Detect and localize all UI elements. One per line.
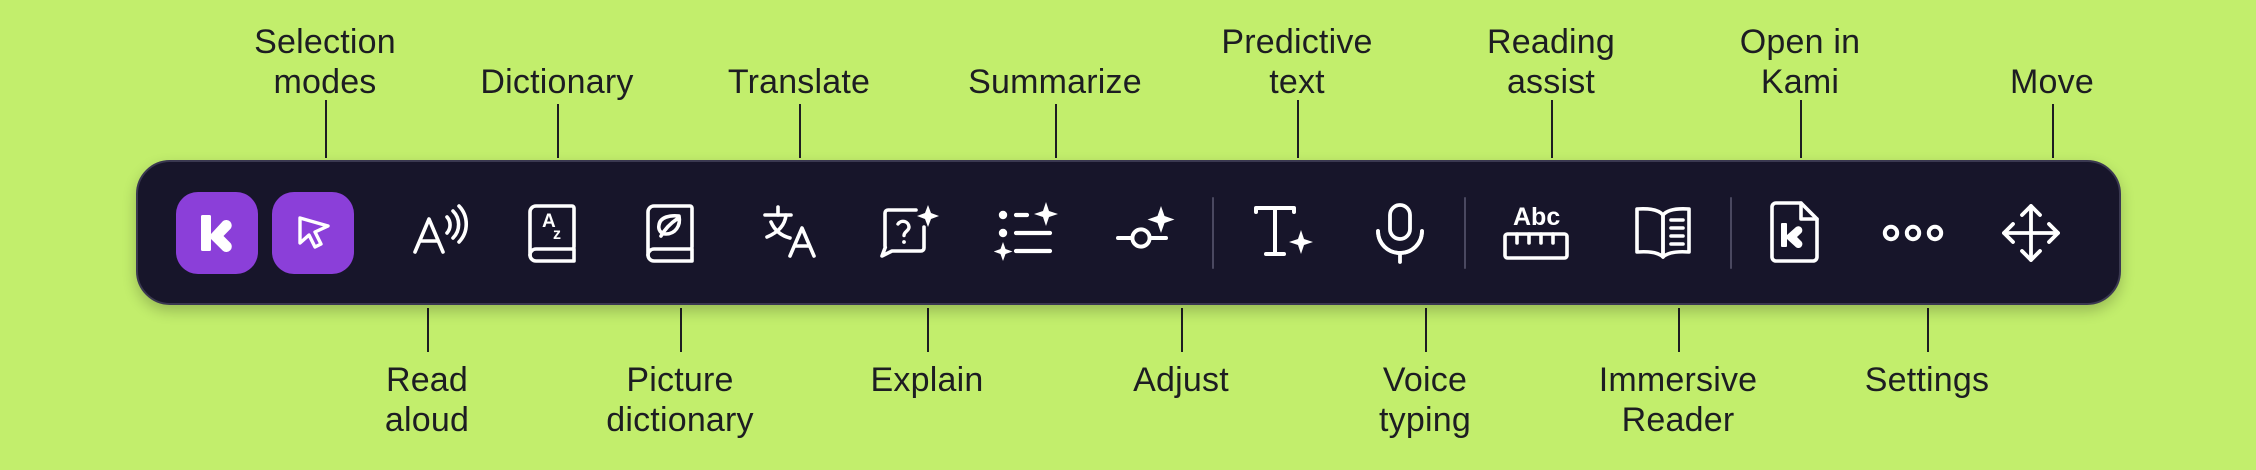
callout-leader-line bbox=[927, 308, 929, 352]
callout-label: Selection modes bbox=[254, 23, 396, 102]
callout-leader-line bbox=[1297, 100, 1299, 158]
toolbar-item-picture-dictionary[interactable] bbox=[625, 183, 721, 283]
callout-label: Read aloud bbox=[384, 361, 470, 440]
callout-leader-line bbox=[1425, 308, 1427, 352]
toolbar-item-dictionary[interactable]: A z bbox=[507, 183, 603, 283]
svg-text:z: z bbox=[553, 226, 561, 243]
toolbar-item-immersive-reader[interactable] bbox=[1614, 183, 1714, 283]
toolbar-item-summarize[interactable] bbox=[978, 183, 1078, 283]
reading-assist-icon: Abc bbox=[1503, 203, 1569, 260]
callout-label: Settings bbox=[1864, 361, 1990, 399]
picture-dictionary-icon bbox=[646, 203, 695, 263]
toolbar-item-open-in-kami[interactable] bbox=[1748, 183, 1844, 283]
callout-label: Immersive Reader bbox=[1598, 361, 1758, 440]
callout-leader-line bbox=[1055, 104, 1057, 158]
toolbar-item-translate[interactable] bbox=[743, 183, 839, 283]
callout-label: Predictive text bbox=[1221, 23, 1373, 102]
callout-leader-line bbox=[557, 104, 559, 158]
adjust-slider-icon bbox=[1116, 205, 1175, 249]
toolbar-item-voice-typing[interactable] bbox=[1352, 183, 1448, 283]
predictive-text-icon bbox=[1254, 205, 1314, 256]
callout-label: Explain bbox=[870, 361, 984, 399]
dictionary-book-icon: A z bbox=[528, 203, 577, 263]
move-arrows-icon bbox=[2002, 203, 2060, 262]
callout-label: Voice typing bbox=[1379, 361, 1471, 440]
microphone-icon bbox=[1375, 202, 1424, 264]
callout-leader-line bbox=[1927, 308, 1929, 352]
callout-leader-line bbox=[325, 100, 327, 158]
callout-leader-line bbox=[1678, 308, 1680, 352]
callout-label: Move bbox=[2010, 63, 2094, 101]
callout-label: Picture dictionary bbox=[606, 361, 754, 440]
callout-leader-line bbox=[427, 308, 429, 352]
explain-icon bbox=[879, 204, 939, 258]
callout-label: Summarize bbox=[968, 63, 1142, 101]
svg-text:A: A bbox=[542, 211, 556, 232]
callout-label: Open in Kami bbox=[1739, 23, 1861, 102]
translate-icon bbox=[763, 204, 816, 258]
toolbar-divider-2 bbox=[1463, 196, 1466, 269]
callout-leader-line bbox=[680, 308, 682, 352]
more-dots-icon bbox=[1883, 224, 1944, 241]
toolbar-item-kami-logo[interactable] bbox=[176, 191, 258, 274]
toolbar-divider-1 bbox=[1212, 196, 1215, 269]
toolbar-item-adjust[interactable] bbox=[1100, 183, 1196, 283]
callout-leader-line bbox=[1181, 308, 1183, 352]
toolbar-item-move[interactable] bbox=[1983, 183, 2079, 283]
toolbar-item-settings[interactable] bbox=[1865, 183, 1961, 283]
callout-label: Adjust bbox=[1133, 361, 1229, 399]
toolbar-divider-3 bbox=[1729, 196, 1732, 269]
callout-leader-line bbox=[799, 104, 801, 158]
toolbar-item-read-aloud[interactable] bbox=[390, 183, 486, 283]
kami-logo-icon bbox=[201, 214, 232, 252]
toolbar-item-reading-assist[interactable]: Abc bbox=[1482, 183, 1592, 283]
callout-leader-line bbox=[2052, 104, 2054, 158]
reading-assist-abc-text: Abc bbox=[1513, 203, 1560, 231]
summarize-icon bbox=[994, 201, 1059, 261]
read-aloud-icon bbox=[412, 203, 468, 254]
kami-toolbar: A z bbox=[136, 160, 2121, 305]
kami-document-icon bbox=[1769, 200, 1819, 263]
toolbar-item-predictive-text[interactable] bbox=[1230, 183, 1330, 283]
cursor-select-icon bbox=[298, 215, 330, 249]
callout-label: Dictionary bbox=[480, 63, 634, 101]
toolbar-item-explain[interactable] bbox=[861, 183, 957, 283]
toolbar-item-selection-modes[interactable] bbox=[272, 191, 354, 274]
open-book-icon bbox=[1634, 206, 1691, 259]
callout-label: Reading assist bbox=[1486, 23, 1616, 102]
callout-leader-line bbox=[1551, 100, 1553, 158]
callout-label: Translate bbox=[727, 63, 871, 101]
callout-leader-line bbox=[1800, 100, 1802, 158]
